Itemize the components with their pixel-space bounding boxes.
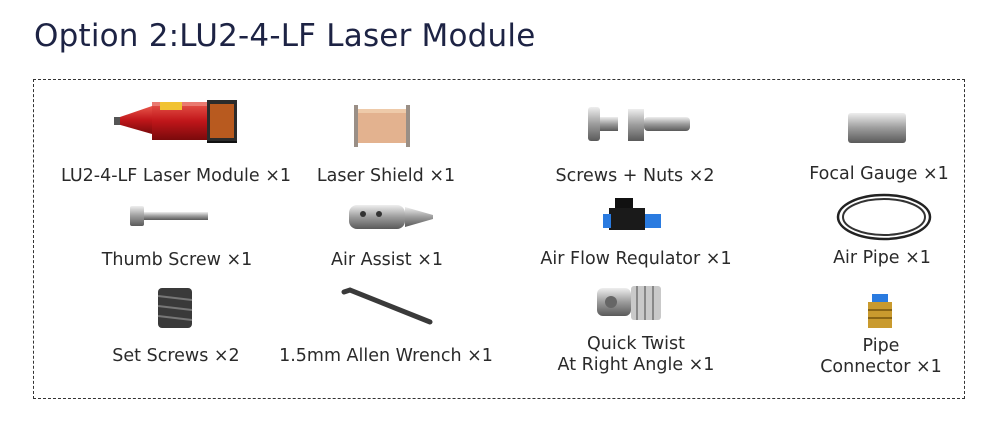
- air-assist-icon: [349, 205, 433, 229]
- air-pipe-icon: [836, 193, 932, 241]
- screws-nuts-icon: [588, 107, 690, 141]
- item-label-line1: Pipe: [862, 336, 900, 356]
- item-label-line1: Quick Twist: [587, 334, 685, 354]
- page-title: Option 2:LU2-4-LF Laser Module: [34, 18, 536, 54]
- item-label: Air Assist ×1: [331, 250, 443, 270]
- item-label: Set Screws ×2: [112, 346, 240, 366]
- item-label-line2: Connector ×1: [820, 357, 942, 377]
- item-label: Laser Shield ×1: [316, 166, 456, 186]
- air-flow-regulator-icon: [603, 198, 661, 230]
- focal-gauge-icon: [848, 113, 906, 143]
- item-label: Air Pipe ×1: [833, 248, 931, 268]
- package-contents-frame: [33, 79, 965, 399]
- item-label: Screws + Nuts ×2: [555, 166, 715, 186]
- quick-twist-icon: [597, 286, 661, 320]
- laser-module-icon: [114, 100, 237, 143]
- item-label: Air Flow Requlator ×1: [540, 249, 732, 269]
- item-label-line2: At Right Angle ×1: [557, 355, 715, 375]
- thumb-screw-icon: [130, 206, 208, 226]
- allen-wrench-icon: [341, 287, 433, 325]
- set-screws-icon: [157, 288, 193, 328]
- item-label: LU2-4-LF Laser Module ×1: [60, 166, 292, 186]
- laser-shield-icon: [354, 105, 410, 147]
- item-label: Focal Gauge ×1: [809, 164, 949, 184]
- item-label: 1.5mm Allen Wrench ×1: [279, 346, 493, 366]
- pipe-connector-icon: [868, 294, 892, 328]
- item-label: Thumb Screw ×1: [101, 250, 253, 270]
